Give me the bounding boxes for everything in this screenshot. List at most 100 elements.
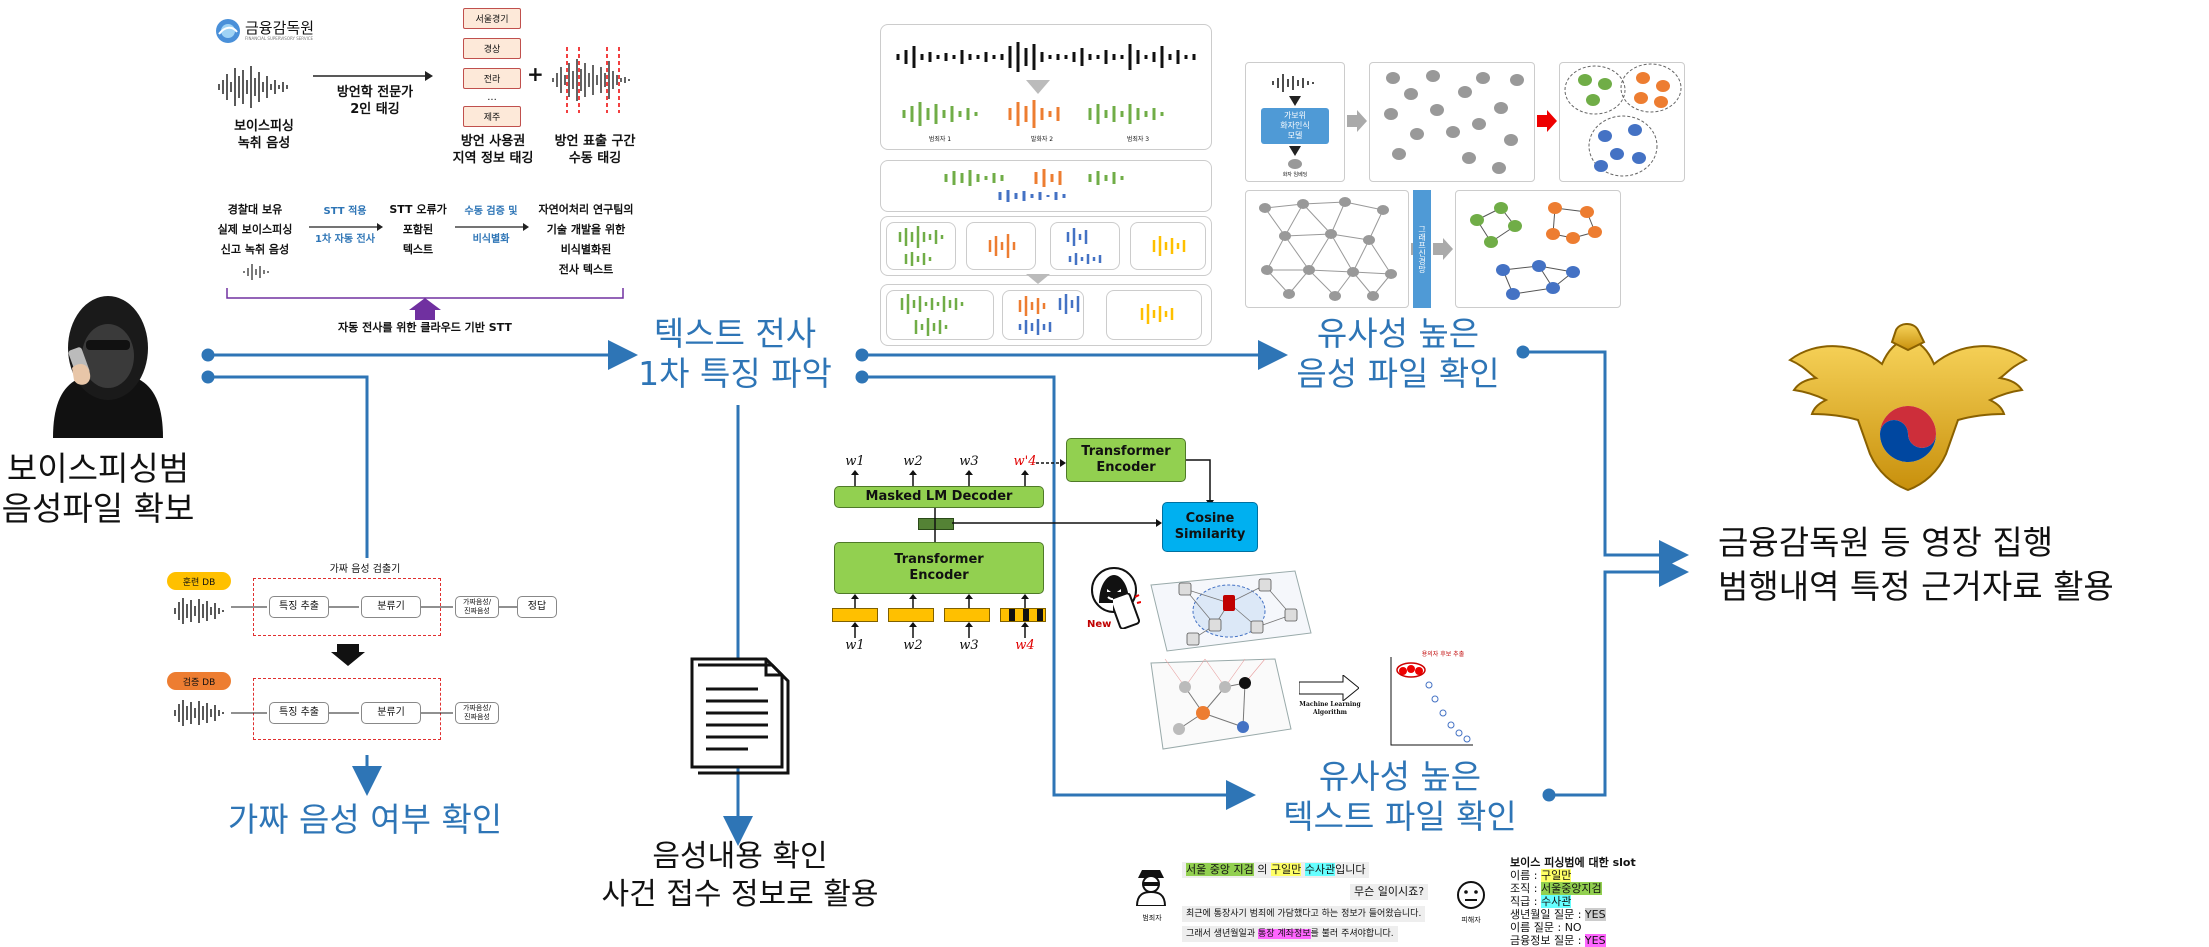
dashed-arrow xyxy=(1036,459,1066,467)
final-speaker-2 xyxy=(1002,290,1084,340)
stt-step1-arrow xyxy=(309,223,383,231)
transformer-encoder-2: Transformer Encoder xyxy=(1066,438,1186,482)
hooded-criminal-icon xyxy=(53,296,163,438)
name-highlight: 구일만 xyxy=(1270,863,1302,876)
train-wave-icon xyxy=(174,598,224,624)
encoder-to-cosine-arrow xyxy=(1186,459,1214,506)
tagging-arrow xyxy=(313,71,433,81)
criminal-caption: 범죄자 xyxy=(1142,914,1162,922)
word-top-1: w1 xyxy=(845,454,865,469)
token-embedding-masked xyxy=(1000,608,1046,622)
decoder-up-arrows xyxy=(851,470,1029,486)
slot-item: 조직 : 서울중앙지검 xyxy=(1510,882,1602,895)
colored-waveform xyxy=(902,100,1164,128)
ml-arrow-icon xyxy=(1299,675,1359,701)
train-classifier-box: 분류기 xyxy=(361,596,421,618)
word-top-2: w2 xyxy=(903,454,923,469)
org-highlight: 서울 중앙 지검 xyxy=(1186,863,1254,876)
slot-item: 금융정보 질문 : YES xyxy=(1510,934,1606,947)
dialogue-line-1: 서울 중앙 지검 의 구일만 수사관입니다 xyxy=(1182,862,1370,878)
embedding-scatter xyxy=(1384,70,1524,174)
transformer-encoder: Transformer Encoder xyxy=(834,542,1044,594)
speaker-clustering-panel: 가보위 화자인식 모델 화자 임베딩 xyxy=(1245,62,1685,310)
speaker-label-1: 범죄자 1 xyxy=(928,136,952,143)
train-feature-box: 특징 추출 xyxy=(269,596,329,618)
speaker-label-3: 범죄자 3 xyxy=(1126,136,1150,143)
phone-icon xyxy=(1113,593,1141,629)
pool-arrows xyxy=(934,508,936,548)
clustered-scatter xyxy=(1564,63,1682,177)
test-output-box: 가짜음성/ 진짜음성 xyxy=(455,702,499,724)
final-action-label: 금융감독원 등 영장 집행 범행내역 특정 근거자료 활용 xyxy=(1718,523,2114,606)
word-bottom-3: w3 xyxy=(959,638,979,653)
stt-bracket xyxy=(226,288,624,320)
slot-item: 이름 : 구일만 xyxy=(1510,869,1572,882)
fss-logo: 금융감독원 FINANCIAL SUPERVISORY SERVICE xyxy=(215,18,314,44)
stage-down-arrow-icon xyxy=(331,644,365,666)
train-db: 훈련 DB xyxy=(167,572,231,590)
token-embedding xyxy=(888,608,934,622)
slot-item: 직급 : 수사관 xyxy=(1510,895,1572,908)
small-arrow xyxy=(1289,96,1301,106)
word-bottom-2: w2 xyxy=(903,638,923,653)
clustered-graph xyxy=(1470,202,1602,300)
fss-logo-subtext: FINANCIAL SUPERVISORY SERVICE xyxy=(245,36,314,41)
pool-to-cosine-arrow xyxy=(952,519,1162,527)
slot-item: 이름 질문 : NO xyxy=(1510,921,1582,934)
speaker-waveform-panel: 범죄자 1 발화자 2 범죄자 3 xyxy=(880,24,1212,346)
similar-text-label: 유사성 높은 텍스트 파일 확인 xyxy=(1283,757,1517,836)
network-bottom xyxy=(1150,658,1292,750)
test-arrows xyxy=(231,712,453,714)
stt-step2-arrow xyxy=(455,223,529,231)
test-feature-box: 특징 추출 xyxy=(269,702,329,724)
stt-panel: 경찰대 보유 실제 보이스피싱 신고 녹취 음성 STT 적용 1차 자동 전사… xyxy=(205,192,645,342)
gnn-block: 그래프신경망 xyxy=(1413,190,1431,308)
cluster-waves xyxy=(898,226,1186,266)
token-embedding xyxy=(944,608,990,622)
masked-lm-decoder: Masked LM Decoder xyxy=(834,486,1044,508)
dialect-list: 서울경기 경상 전라 ... 제주 xyxy=(463,8,523,127)
tagged-waveform-icon xyxy=(552,47,630,113)
slot-panel: 보이스 피싱범에 대한 slot 이름 : 구일만 조직 : 서울중앙지검 직급… xyxy=(1510,856,1660,947)
slot-item: 생년월일 질문 : YES xyxy=(1510,908,1606,921)
criminal-avatar-icon xyxy=(1135,870,1167,906)
model-input-wave-icon xyxy=(1272,74,1314,92)
voice-caption: 보이스피싱 녹취 음성 xyxy=(234,119,294,151)
word-top-4-predicted: w'4 xyxy=(1013,454,1037,469)
cluster-speaker-1 xyxy=(886,222,956,270)
document-icon xyxy=(690,657,790,775)
test-classifier-box: 분류기 xyxy=(361,702,421,724)
answer-box: 정답 xyxy=(517,596,557,618)
slot-title: 보이스 피싱범에 대한 slot xyxy=(1510,856,1636,869)
network-analysis-panel: New Machine Learning Algorithm 용의자 후보 추출 xyxy=(1085,565,1475,755)
waveform-icon xyxy=(218,66,288,108)
candidate-label: 용의자 후보 추출 xyxy=(1421,651,1465,658)
stt-step2-bottom: 비식별화 xyxy=(472,234,510,245)
fake-panel-title: 가짜 음성 검출기 xyxy=(329,564,401,575)
down-arrow-icon xyxy=(1026,80,1050,94)
embedding-label: 화자 임베딩 xyxy=(1282,172,1308,178)
input-up-arrows xyxy=(851,622,1029,638)
right-arrow-icon xyxy=(1347,110,1367,132)
dialect-ellipsis: ... xyxy=(487,92,497,103)
test-detector-box xyxy=(253,678,441,740)
dialect-tag: 경상 xyxy=(463,38,521,59)
dialogue-line-2: 무슨 일이시죠? xyxy=(1350,884,1429,900)
stt-step1-top: STT 적용 xyxy=(323,206,367,217)
full-waveform xyxy=(896,42,1196,72)
train-output-box: 가짜음성/ 진짜음성 xyxy=(455,596,499,618)
final-waves xyxy=(900,294,1174,336)
stt-cloud-caption: 자동 전사를 위한 클라우드 기반 STT xyxy=(338,321,512,334)
train-arrows xyxy=(231,606,517,608)
word-bottom-4: w4 xyxy=(1015,638,1035,653)
stt-step2-top: 수동 검증 및 xyxy=(464,206,518,217)
dialect-tag: 제주 xyxy=(463,106,521,127)
stt-source: 경찰대 보유 실제 보이스피싱 신고 녹취 음성 xyxy=(217,203,293,256)
victim-face-icon xyxy=(1457,881,1485,909)
stt-result: 자연어처리 연구팀의 기술 개발을 위한 비식별화된 전사 텍스트 xyxy=(538,203,634,276)
split-waveforms xyxy=(944,169,1124,202)
score-plot xyxy=(1390,657,1473,746)
tagging-caption: 방언학 전문가 2인 태깅 xyxy=(336,85,414,117)
speaker-label-2: 발화자 2 xyxy=(1030,136,1054,143)
small-arrow xyxy=(1289,146,1301,156)
